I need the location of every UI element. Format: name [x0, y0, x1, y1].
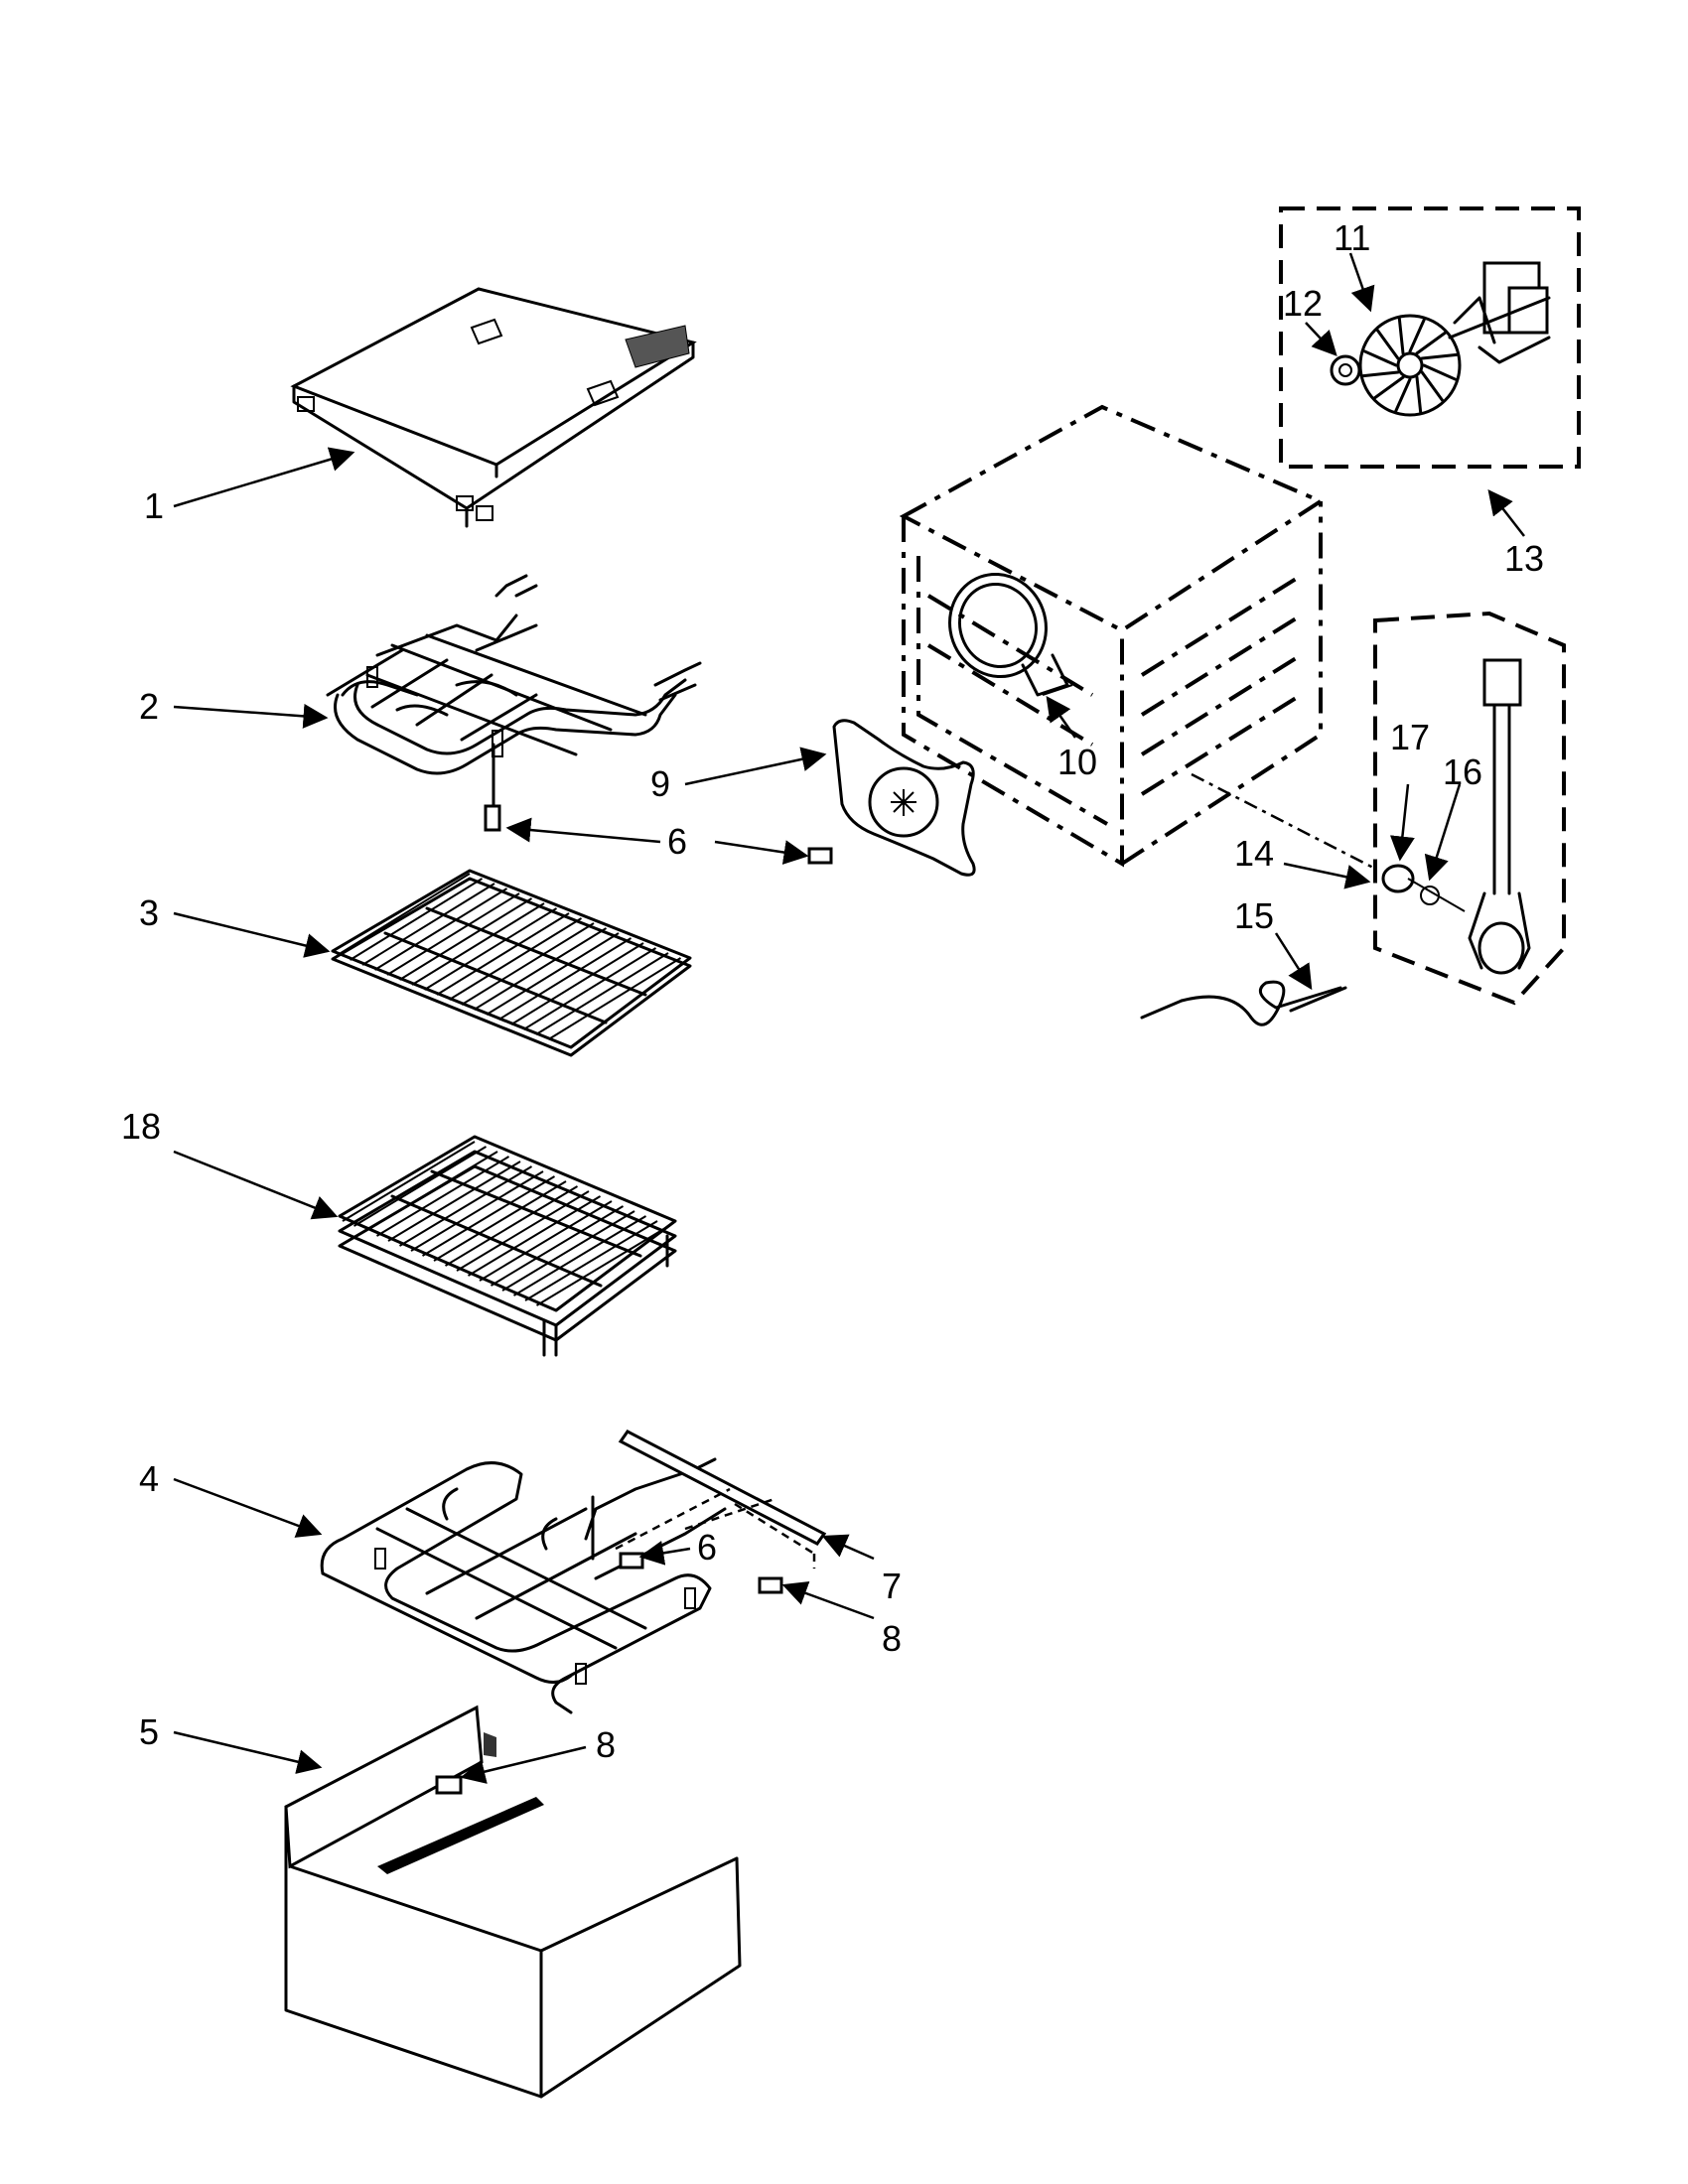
- sliding-rack-drawing: [338, 1135, 677, 1357]
- rack-wire: [387, 1160, 521, 1242]
- rack-wire: [398, 897, 533, 981]
- rack-wire: [342, 1141, 476, 1222]
- rack-wire: [444, 1185, 579, 1267]
- rack-wire: [448, 917, 583, 1001]
- callout-2: 2: [139, 686, 159, 727]
- motor-assembly-drawing: [1279, 206, 1581, 469]
- rack-wire: [337, 873, 471, 956]
- callout-3: 3: [139, 892, 159, 933]
- fan-blade-vane: [1415, 331, 1447, 355]
- rack-wire: [386, 892, 520, 976]
- rack-wire: [479, 1200, 613, 1282]
- callout-11: 11: [1334, 217, 1370, 258]
- callout-4: 4: [139, 1458, 159, 1499]
- callout-15: 15: [1234, 895, 1274, 936]
- rack-wire: [349, 878, 484, 961]
- rack-wire: [467, 1195, 602, 1277]
- callout-labels: 1 2 3 18 4 5 6 6 6 7 8 8 9 10 11 12 13 1…: [121, 217, 1544, 1765]
- callout-1: 1: [144, 485, 164, 526]
- rack-wire: [522, 947, 657, 1030]
- rack-wire: [433, 1180, 567, 1262]
- rack-wire: [490, 1205, 625, 1287]
- rack-wire: [352, 1146, 488, 1227]
- fan-blade-vane: [1420, 370, 1445, 402]
- callout-6-top: 6: [667, 821, 687, 862]
- callout-8-cover: 8: [596, 1724, 616, 1765]
- callout-14: 14: [1234, 833, 1274, 874]
- rack-wire: [547, 957, 682, 1040]
- rack-wire: [361, 883, 495, 966]
- callout-16: 16: [1443, 751, 1482, 792]
- rack-wire: [364, 1151, 498, 1232]
- callout-9: 9: [650, 763, 670, 804]
- callout-8-bake: 8: [882, 1618, 902, 1659]
- fan-blade-vane: [1397, 317, 1405, 355]
- fan-blade-vane: [1394, 377, 1412, 413]
- top-panel-drawing: [290, 287, 697, 528]
- fan-blade-vane: [1375, 329, 1400, 360]
- rack-wire: [497, 937, 633, 1021]
- bake-element-drawing: [320, 1430, 827, 1714]
- rack-wire: [510, 942, 644, 1025]
- fan-blade-vane: [1362, 349, 1398, 367]
- fan-blade-vane: [1422, 363, 1458, 381]
- fan-blade-vane: [1415, 375, 1423, 414]
- rack-wire: [375, 1156, 510, 1237]
- rack-wire: [535, 1225, 670, 1306]
- callout-12: 12: [1283, 283, 1323, 324]
- sensor-assembly-drawing: [1373, 611, 1566, 1006]
- fan-blade-vane: [1373, 375, 1405, 400]
- rack-wire: [461, 922, 595, 1006]
- fan-blade-vane: [1420, 352, 1459, 360]
- callout-17: 17: [1390, 717, 1430, 757]
- rack-wire: [436, 912, 570, 996]
- leader-lines: [173, 252, 1525, 1784]
- rack-wire: [423, 907, 558, 991]
- rack-wire: [486, 932, 620, 1016]
- rack-wire: [524, 1220, 658, 1301]
- meat-probe-drawing: [1140, 980, 1347, 1026]
- oven-rack-drawing: [331, 869, 692, 1057]
- rack-wire: [535, 952, 669, 1035]
- oven-cavity-drawing: [899, 404, 1376, 871]
- rack-wire: [473, 927, 608, 1011]
- rack-wire: [410, 1170, 544, 1252]
- rack-wire: [512, 1215, 647, 1297]
- rack-wire: [501, 1210, 635, 1292]
- fan-blade-vane: [1408, 318, 1426, 353]
- rack-wire: [411, 902, 545, 986]
- callout-7: 7: [882, 1566, 902, 1606]
- callout-18: 18: [121, 1106, 161, 1147]
- bottom-cover-drawing: [284, 1705, 742, 2099]
- callout-5: 5: [139, 1711, 159, 1752]
- rack-wire: [398, 1165, 533, 1247]
- broil-element-drawing: [326, 574, 702, 832]
- callout-10: 10: [1057, 742, 1097, 782]
- callout-13: 13: [1504, 538, 1544, 579]
- fan-blade-vane: [1361, 370, 1400, 378]
- fan-cover-drawing: [807, 719, 976, 877]
- rack-wire: [373, 887, 508, 971]
- callout-6-bake: 6: [697, 1527, 717, 1568]
- rack-wire: [456, 1190, 590, 1272]
- rack-wire: [421, 1175, 556, 1257]
